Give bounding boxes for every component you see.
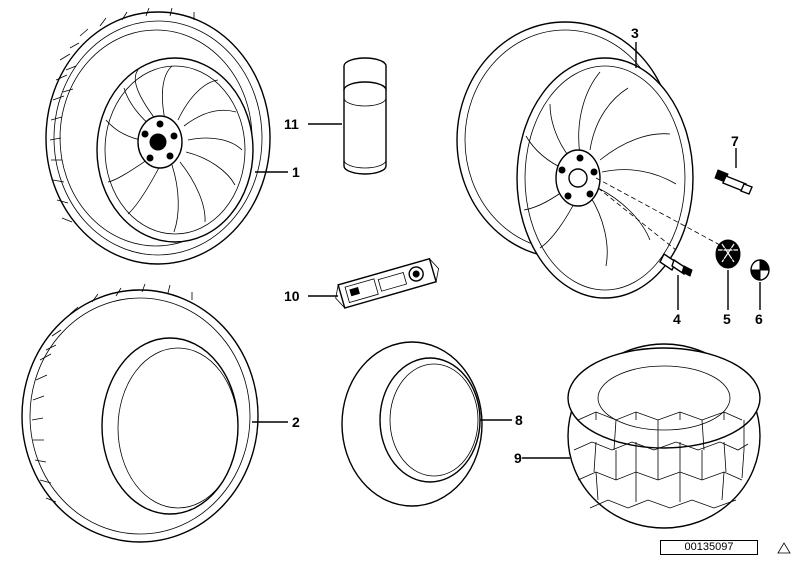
- tire-valve: [714, 169, 753, 195]
- callout-8: 8: [515, 412, 523, 428]
- callout-labels: 1 2 3 4 5 6 7 8 9 10 11: [284, 25, 763, 466]
- callout-6: 6: [755, 311, 763, 327]
- callout-2: 2: [292, 414, 300, 430]
- callout-3: 3: [631, 25, 639, 41]
- wheel-bolt-holes: [141, 120, 178, 162]
- hub-cap: [715, 239, 741, 269]
- wheel-emblem: [750, 259, 770, 281]
- leader-lines: [252, 42, 761, 459]
- snow-chain: [567, 343, 761, 529]
- rim-flap: [341, 341, 483, 507]
- reference-number: 00135097: [660, 540, 758, 555]
- callout-1: 1: [292, 164, 300, 180]
- callout-9: 9: [514, 450, 522, 466]
- triangle-icon: [777, 542, 791, 554]
- wheel-bolt: [659, 252, 693, 277]
- callout-5: 5: [723, 311, 731, 327]
- callout-10: 10: [284, 288, 300, 304]
- callout-4: 4: [673, 311, 681, 327]
- complete-wheel: [45, 7, 271, 265]
- repair-kit-pouch: [335, 257, 439, 309]
- callout-11: 11: [284, 116, 299, 132]
- spray-can: [343, 57, 387, 175]
- callout-7: 7: [731, 133, 739, 149]
- tire: [21, 283, 259, 543]
- tire-tread-pattern: [49, 7, 195, 223]
- alloy-rim: [456, 21, 721, 299]
- snow-chain-links: [573, 411, 749, 509]
- tire-tread-pattern-2: [31, 283, 193, 503]
